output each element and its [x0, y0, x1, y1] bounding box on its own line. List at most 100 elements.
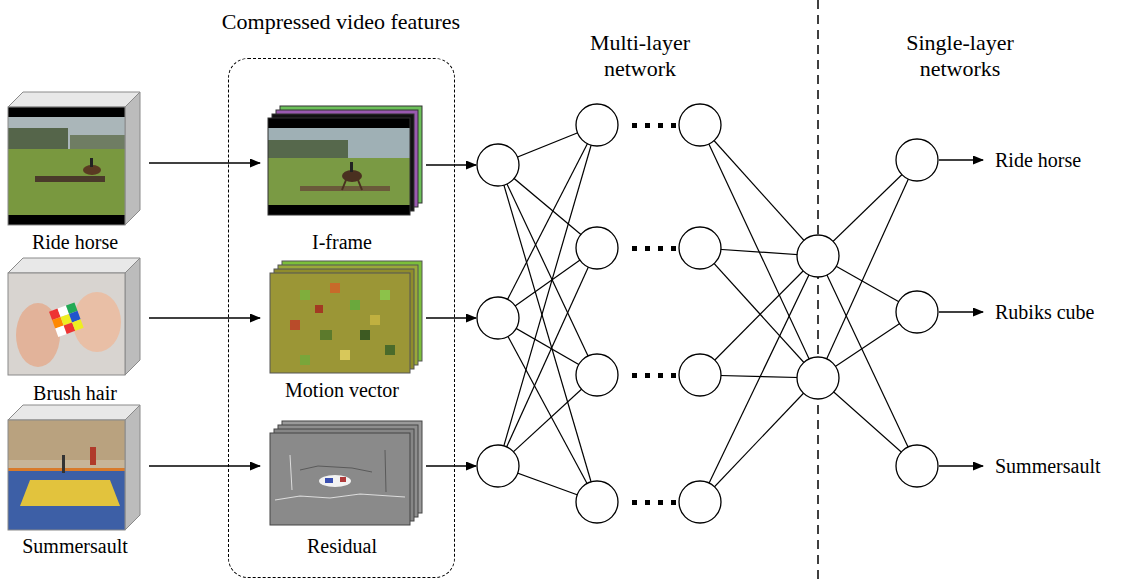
motion-vector-stack: [320, 330, 332, 340]
video-caption: Ride horse: [32, 230, 118, 254]
output-arrow: [939, 311, 983, 312]
group-heading: Compressed video features: [217, 9, 466, 35]
ellipsis-dots: [632, 373, 637, 378]
residual-stack: [270, 433, 410, 525]
motion-vector-stack: [315, 305, 323, 313]
motion-vector-stack: [270, 273, 410, 373]
video-cube: [8, 468, 125, 471]
video-cube: [8, 92, 140, 107]
residual-stack: [275, 494, 405, 500]
video-cube: [8, 117, 125, 149]
neuron: [576, 104, 618, 146]
motion-vector-stack: [300, 355, 310, 365]
video-clip: Brush hair: [5, 255, 145, 405]
video-caption: Summersault: [22, 534, 128, 558]
ellipsis-dots: [671, 500, 676, 505]
residual-stack: [325, 478, 333, 483]
section-heading: Single-layer networks: [880, 30, 1040, 82]
flow-arrow: [149, 465, 260, 466]
flow-arrow: [149, 317, 260, 318]
class-label: Ride horse: [995, 148, 1081, 172]
flow-arrow: [149, 162, 260, 163]
ellipsis-dots: [671, 246, 676, 251]
iframe-stack: [268, 128, 410, 158]
video-cube: [8, 107, 125, 117]
iframe-stack: [350, 162, 353, 172]
video-cube: [125, 405, 140, 530]
residual-stack: [300, 466, 372, 472]
ellipsis-dots: [671, 123, 676, 128]
network-wire: [818, 256, 917, 466]
video-cube: [8, 107, 125, 225]
ellipsis-dots: [645, 500, 650, 505]
class-label: Summersault: [995, 454, 1101, 478]
motion-vector-stack: [330, 283, 340, 293]
iframe-stack: [358, 180, 362, 190]
neuron: [576, 354, 618, 396]
residual-stack: [290, 455, 292, 490]
video-cube: [8, 215, 125, 225]
video-cube: [90, 447, 96, 465]
divider-line: [817, 0, 819, 581]
iframe-stack: [268, 205, 410, 215]
video-cube: [8, 471, 125, 530]
iframe-stack: [342, 180, 346, 190]
network-wire: [498, 165, 597, 375]
residual-stack: [340, 477, 346, 482]
video-cube: [72, 319, 84, 331]
video-cube: [8, 92, 140, 225]
ellipsis-dots: [632, 123, 637, 128]
video-cube: [8, 107, 125, 225]
neuron: [679, 481, 721, 523]
video-cube: [62, 455, 65, 473]
video-cube: [8, 420, 125, 530]
video-cube: [8, 258, 140, 273]
iframe-stack: [268, 106, 422, 215]
neuron: [797, 357, 839, 399]
video-cube: [8, 273, 125, 375]
video-cube: [8, 405, 140, 530]
video-cube: [35, 176, 105, 182]
motion-vector-stack: [370, 315, 380, 325]
video-cube: [49, 302, 84, 337]
neuron: [477, 144, 519, 186]
iframe-stack: [268, 118, 410, 128]
video-cube: [8, 420, 125, 460]
residual-stack: [270, 421, 422, 525]
motion-vector-stack: [290, 320, 300, 330]
motion-vector-stack: [380, 290, 390, 300]
ellipsis-dots: [645, 373, 650, 378]
video-caption: Brush hair: [33, 381, 117, 405]
video-cube: [20, 480, 120, 506]
feature-group: Compressed video featuresI-frameMotion v…: [228, 58, 455, 578]
motion-vector-stack: [360, 330, 370, 340]
neuron: [896, 291, 938, 333]
video-cube: [70, 135, 125, 149]
output-arrow: [939, 160, 983, 466]
video-cube: [125, 258, 140, 375]
neuron: [576, 227, 618, 269]
network-wire: [498, 248, 597, 466]
neuron: [797, 235, 839, 277]
neuron: [679, 104, 721, 146]
feature-item: Residual: [262, 410, 422, 558]
video-cube: [125, 92, 140, 225]
section-heading: Multi-layer network: [570, 30, 710, 82]
video-cube: [8, 405, 140, 420]
class-label: Rubiks cube: [995, 300, 1094, 324]
motion-vector-stack: [340, 350, 350, 360]
video-cube: [90, 158, 93, 167]
network-wire: [498, 125, 917, 502]
motion-vector-stack: [300, 290, 310, 300]
video-cube: [8, 273, 125, 375]
feature-item: I-frame: [262, 96, 422, 254]
motion-vector-stack: [385, 345, 395, 355]
input-arrow: [426, 465, 476, 466]
ellipsis-dots: [645, 246, 650, 251]
ellipsis-dots: [658, 246, 663, 251]
video-clip: Ride horse: [5, 88, 145, 254]
video-cube: [8, 258, 140, 375]
